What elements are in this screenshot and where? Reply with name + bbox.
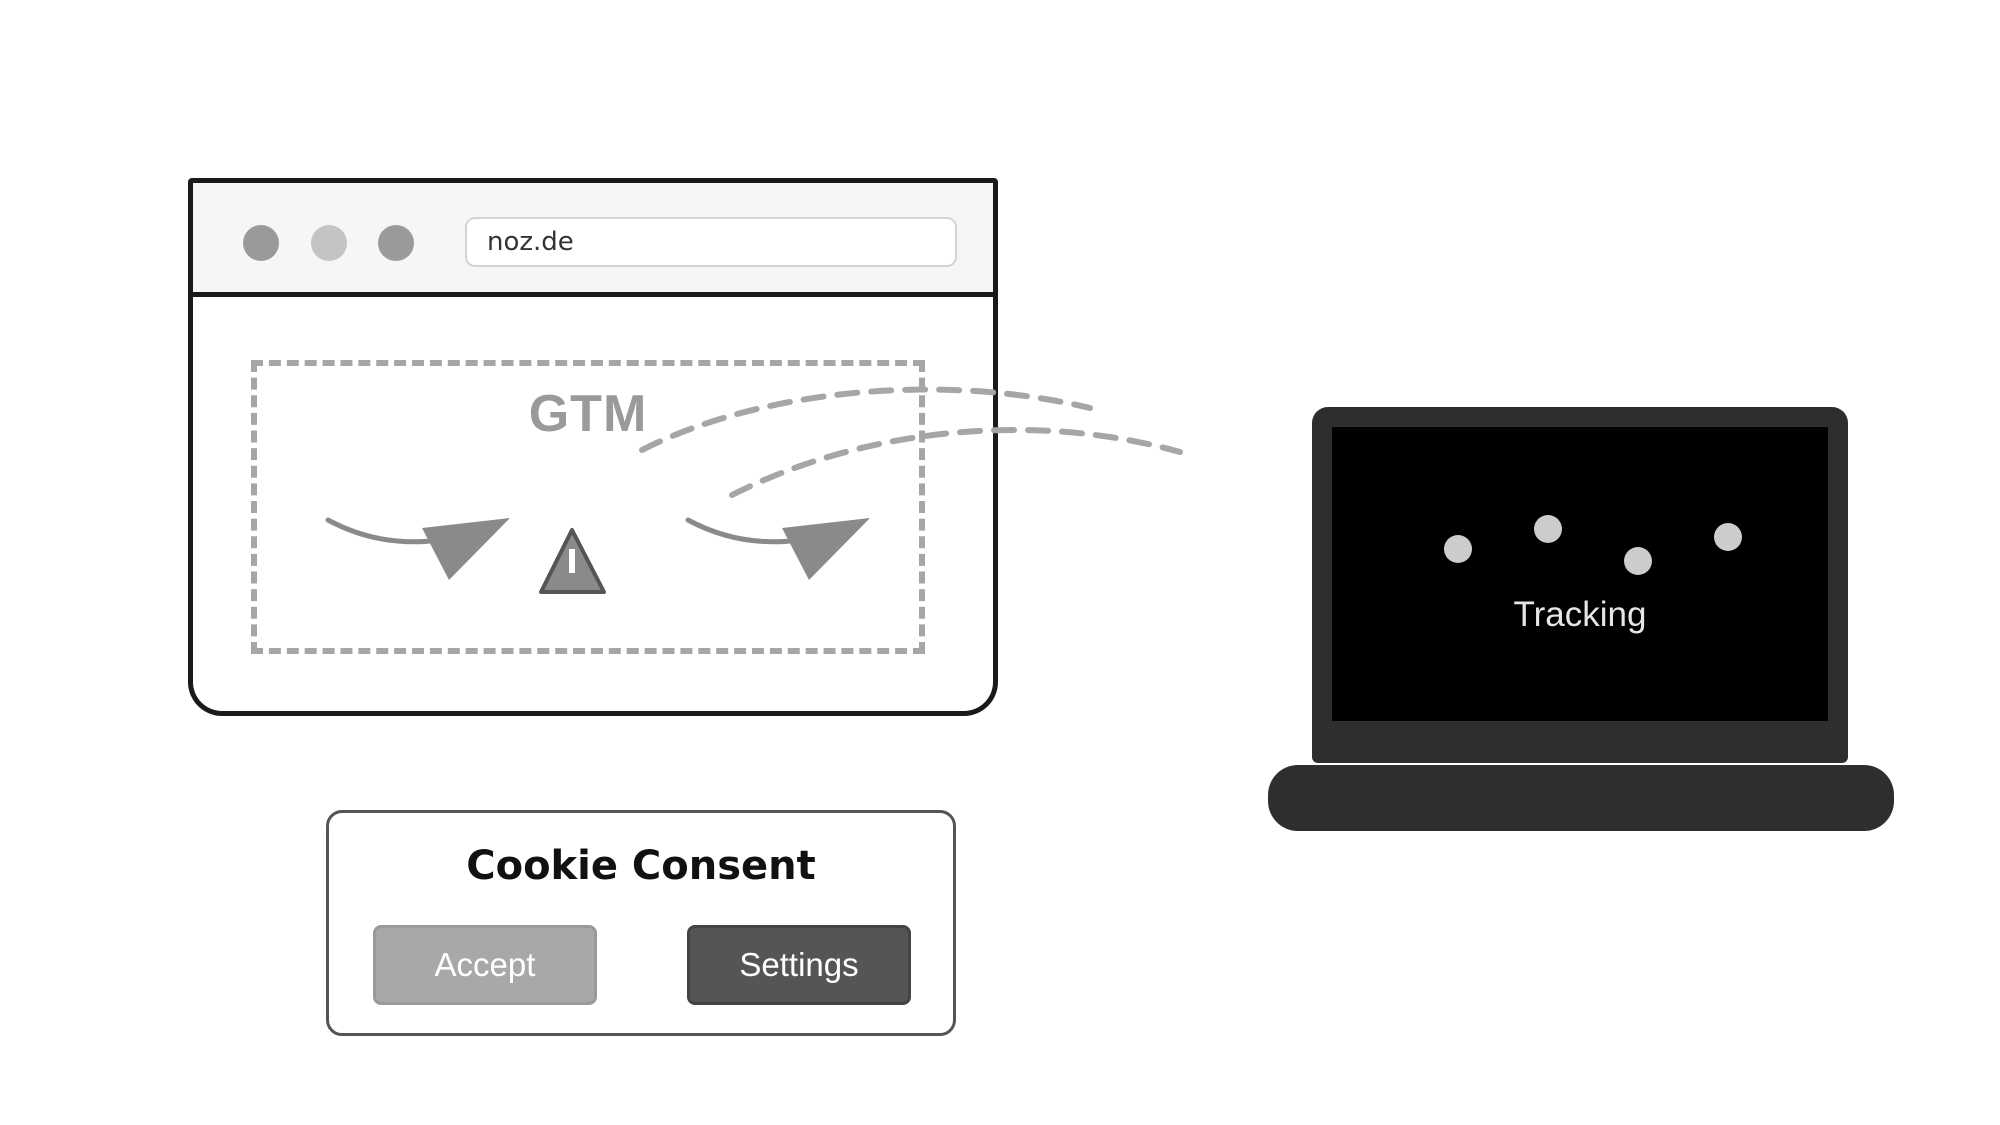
browser-toolbar: noz.de [193,183,993,297]
tracking-label: Tracking [1513,595,1647,634]
window-minimize-dot[interactable] [311,225,347,261]
settings-button[interactable]: Settings [687,925,911,1005]
tracking-dot [1444,535,1472,563]
laptop-screen: Tracking [1332,427,1828,721]
gtm-label: GTM [528,385,648,443]
laptop-base [1268,765,1894,831]
laptop-lid: Tracking [1312,407,1848,763]
gtm-container: GTM [251,360,925,654]
browser-window: noz.de GTM [188,178,998,716]
cookie-consent-title: Cookie Consent [466,843,816,889]
window-close-dot[interactable] [243,225,279,261]
accept-button[interactable]: Accept [373,925,597,1005]
tracking-dot [1534,515,1562,543]
window-maximize-dot[interactable] [378,225,414,261]
tracking-dot [1714,523,1742,551]
address-bar[interactable]: noz.de [465,217,957,267]
cookie-consent-dialog: Cookie Consent Accept Settings [326,810,956,1036]
tracking-dot [1624,547,1652,575]
